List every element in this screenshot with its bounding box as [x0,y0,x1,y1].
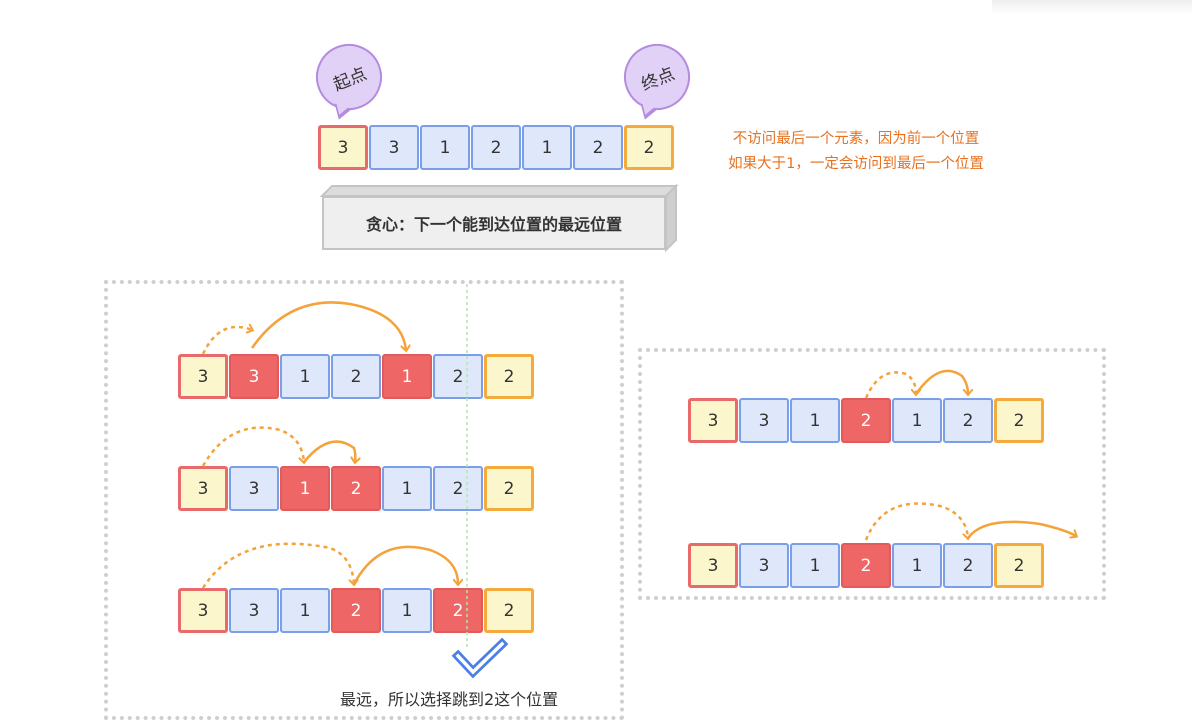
top-cell-5: 2 [573,125,623,170]
left-row-2-cell-6: 2 [484,466,534,511]
right-row-1-cell-4: 1 [892,398,942,443]
arrow-row2-dotted [201,426,304,467]
left-row-1-cell-0: 3 [178,354,228,399]
left-row-3-cell-0: 3 [178,588,228,633]
right-row-2-cell-6: 2 [994,543,1044,588]
greedy-strategy-box: 贪心：下一个能到达位置的最远位置 [322,196,666,250]
right-row-1-cell-2: 1 [790,398,840,443]
arrow-right1-dotted [864,371,916,399]
right-row-1-cell-6: 2 [994,398,1044,443]
top-cell-0: 3 [318,125,368,170]
top-cell-3: 2 [471,125,521,170]
arrow-right2-dotted [864,502,968,540]
left-row-2-cell-0: 3 [178,466,228,511]
rule-note-line-2: 如果大于1，一定会访问到最后一个位置 [728,156,984,172]
left-panel [104,280,624,720]
top-cell-4: 1 [522,125,572,170]
right-row-1-cell-1: 3 [739,398,789,443]
right-row-2-cell-3: 2 [841,543,891,588]
left-row-1-cell-1: 3 [229,354,279,399]
arrow-right1-solid [914,369,968,394]
right-row-2-cell-2: 1 [790,543,840,588]
top-cell-1: 3 [369,125,419,170]
left-row-3-cell-1: 3 [229,588,279,633]
left-row-3-cell-2: 1 [280,588,330,633]
left-row-3-cell-4: 1 [382,588,432,633]
left-row-3-cell-6: 2 [484,588,534,633]
left-row-2-cell-4: 1 [382,466,432,511]
arrow-row1-solid [250,301,406,350]
right-row-1-cell-3: 2 [841,398,891,443]
left-row-1-cell-5: 2 [433,354,483,399]
right-row-2-cell-4: 1 [892,543,942,588]
right-row-2-cell-0: 3 [688,543,738,588]
left-row-1-cell-6: 2 [484,354,534,399]
arrow-row2-solid [303,440,355,462]
top-fade [992,0,1192,14]
left-row-3-cell-3: 2 [331,588,381,633]
rule-note: 不访问最后一个元素，因为前一个位置 如果大于1，一定会访问到最后一个位置 [686,127,1026,177]
left-row-2-cell-5: 2 [433,466,483,511]
right-row-2-cell-1: 3 [739,543,789,588]
arrow-row3-dotted [201,542,354,589]
arrow-row1-dotted [201,327,252,355]
right-row-2-cell-5: 2 [943,543,993,588]
greedy-strategy-label: 贪心：下一个能到达位置的最远位置 [365,215,622,234]
arrow-row3-solid [352,545,458,584]
right-panel [638,348,1106,600]
right-row-1-cell-5: 2 [943,398,993,443]
left-row-2-cell-1: 3 [229,466,279,511]
left-row-1-cell-4: 1 [382,354,432,399]
top-cell-2: 1 [420,125,470,170]
left-row-3-cell-5: 2 [433,588,483,633]
rule-note-line-1: 不访问最后一个元素，因为前一个位置 [732,131,980,147]
left-row-1-cell-3: 2 [331,354,381,399]
top-cell-6: 2 [624,125,674,170]
left-row-2-cell-3: 2 [331,466,381,511]
right-row-1-cell-0: 3 [688,398,738,443]
choice-caption: 最远，所以选择跳到2这个位置 [340,690,559,709]
arrow-right2-solid [966,520,1076,539]
left-row-2-cell-2: 1 [280,466,330,511]
check-icon [451,637,509,679]
left-row-1-cell-2: 1 [280,354,330,399]
